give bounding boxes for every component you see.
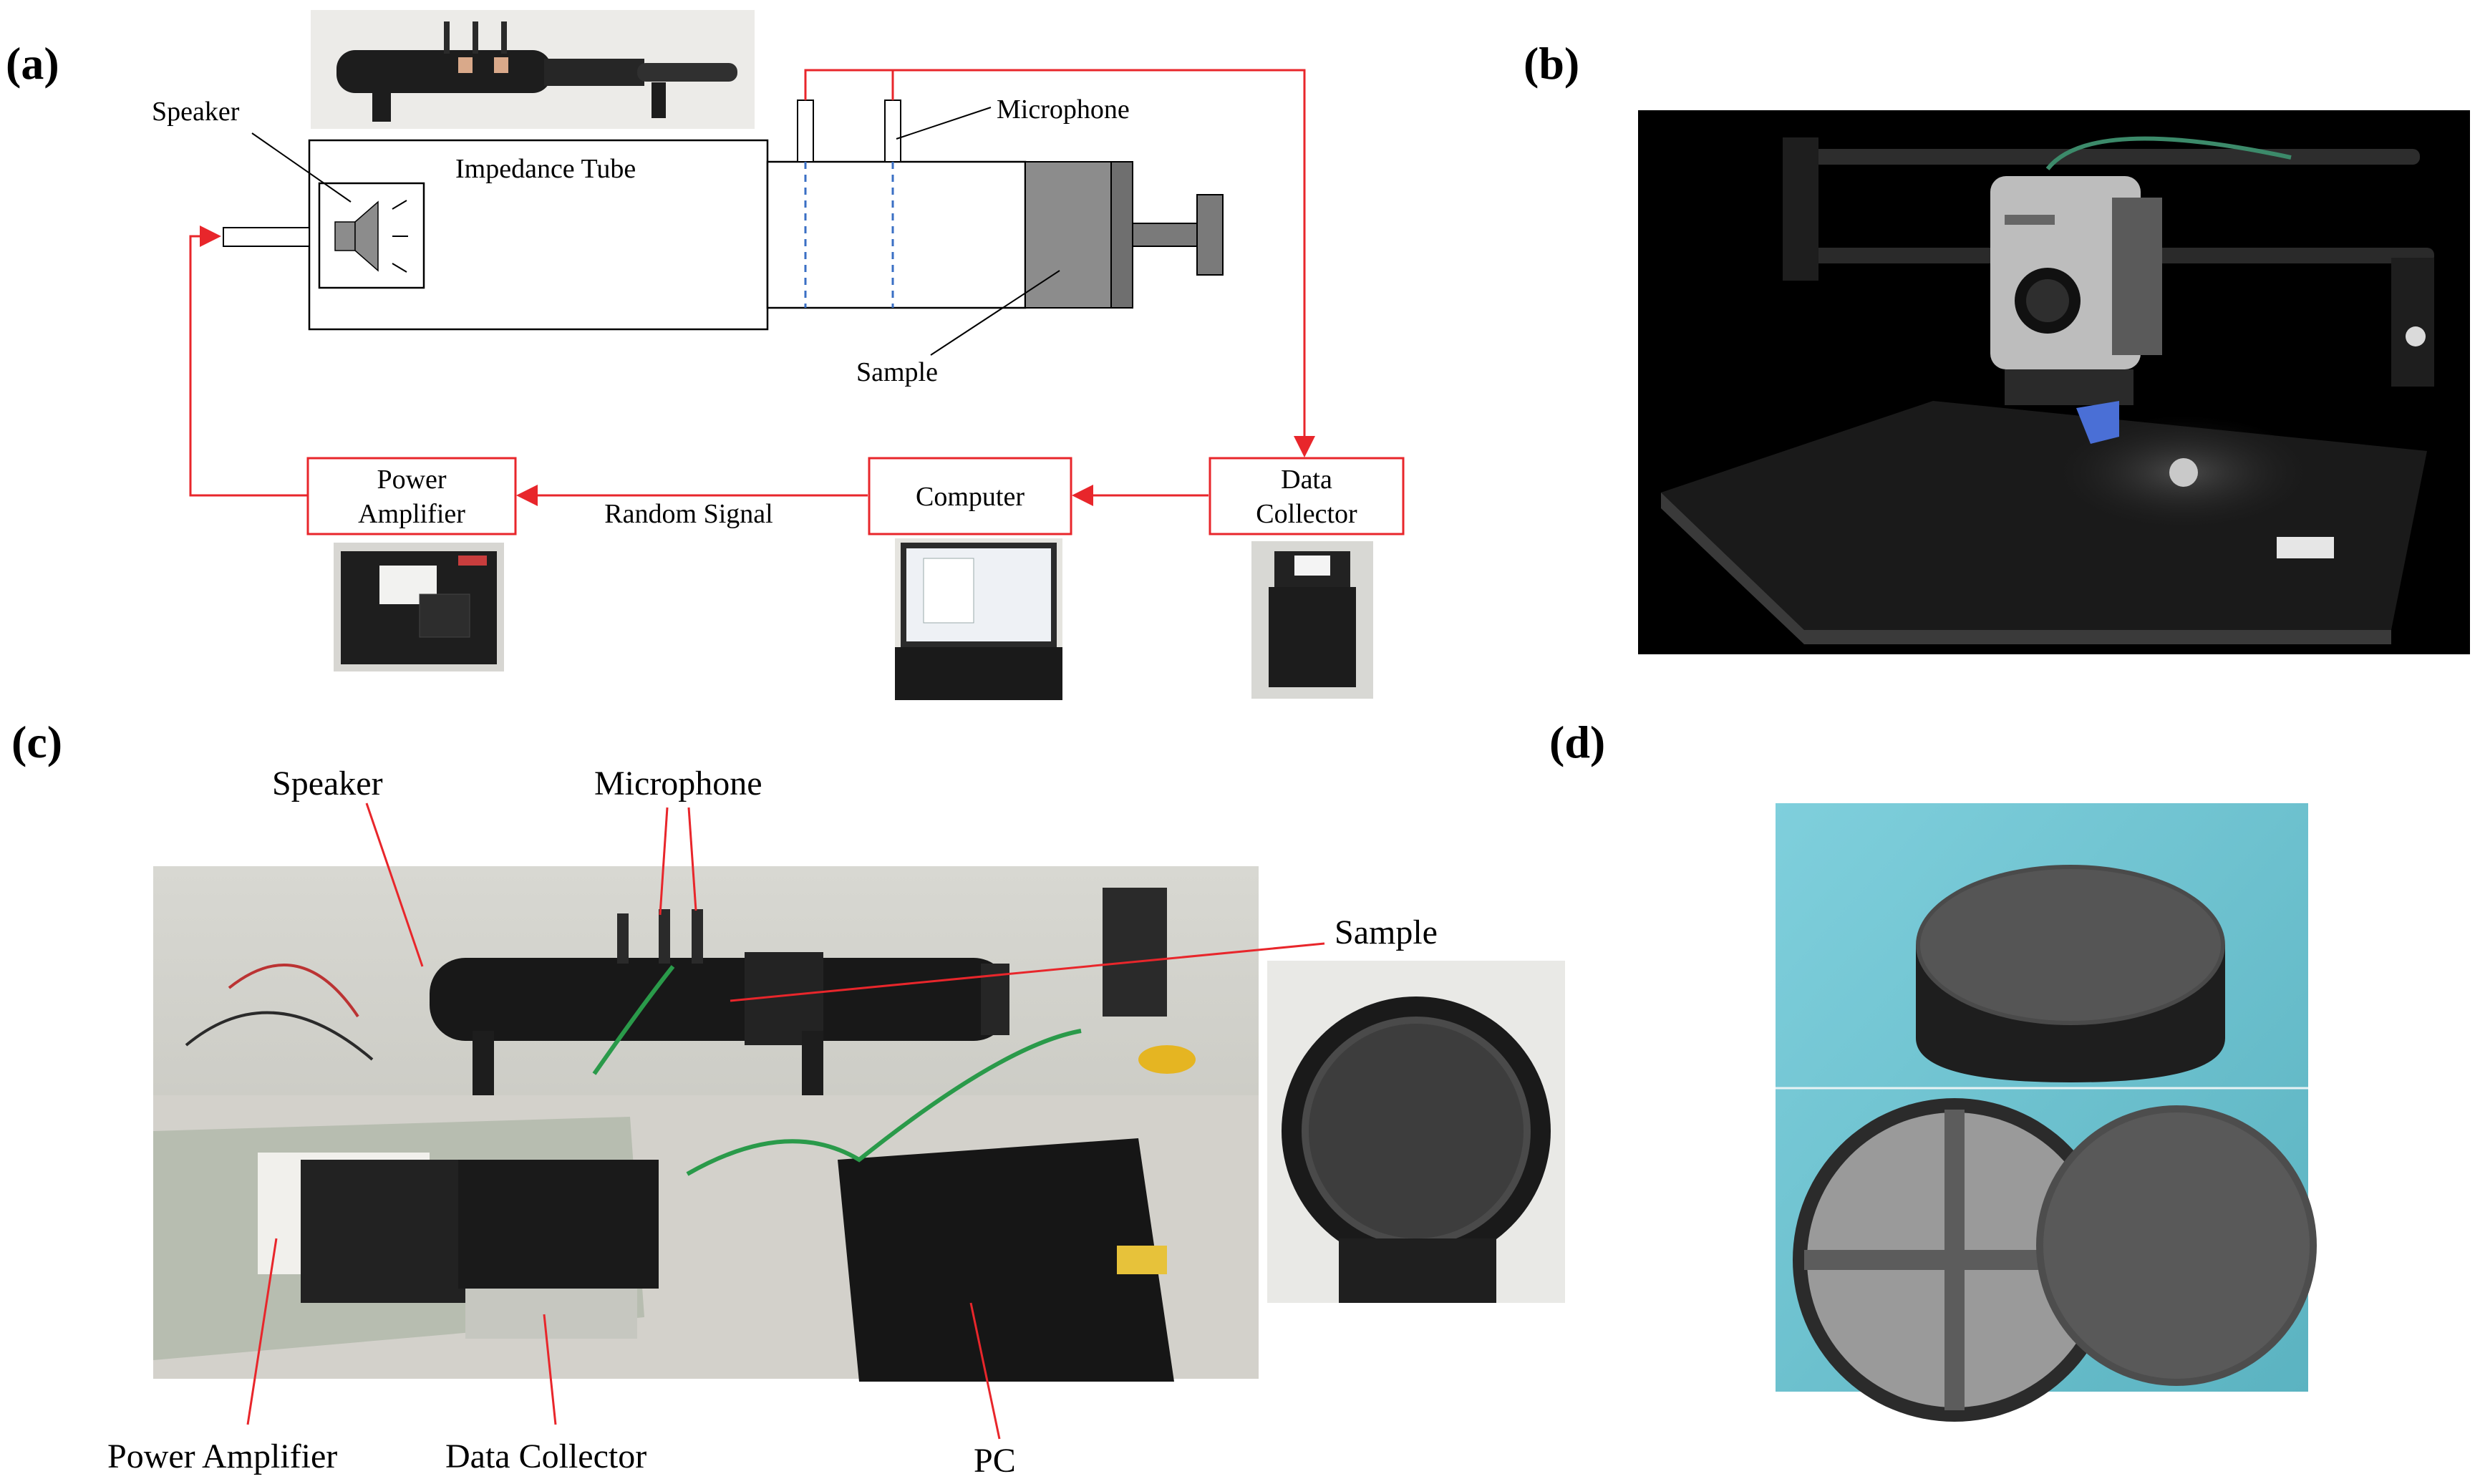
- power-amplifier-photo: [334, 543, 504, 671]
- pc-label-c: PC: [974, 1442, 1016, 1480]
- microphone-label-c: Microphone: [594, 765, 762, 802]
- speaker-magnet: [334, 221, 356, 251]
- 3d-printer-render: [1638, 110, 2470, 654]
- panel-label-c: (c): [11, 717, 62, 767]
- sample-in-tube-photo: [1267, 961, 1565, 1303]
- piston-handle: [1196, 194, 1224, 276]
- mic-signal-line: [804, 69, 1315, 457]
- panel-label-d: (d): [1549, 717, 1605, 767]
- power-amplifier-label-2: Amplifier: [358, 499, 465, 529]
- power-amplifier-label-1: Power: [377, 465, 446, 495]
- power-amplifier-label-c: Power Amplifier: [107, 1437, 337, 1475]
- computer-photo: [895, 538, 1062, 700]
- microphone-leader-c-2: [687, 807, 697, 911]
- impedance-tube-label: Impedance Tube: [455, 154, 636, 184]
- microphone-label: Microphone: [997, 94, 1130, 125]
- panel-label-b: (b): [1524, 38, 1579, 89]
- computer-label: Computer: [916, 482, 1025, 512]
- data-collector-label-2: Collector: [1256, 499, 1357, 529]
- power-amplifier-box: [306, 457, 517, 535]
- data-collector-label-1: Data: [1281, 465, 1332, 495]
- data-collector-leader-c: [543, 1314, 557, 1425]
- sample-leader: [930, 270, 1060, 356]
- pc-leader-c: [969, 1302, 1001, 1440]
- microphone-leader-c-1: [659, 807, 669, 916]
- speaker-leader-c: [365, 802, 424, 967]
- sample-piston: [1025, 161, 1112, 309]
- speaker-leader: [251, 132, 352, 203]
- power-amplifier-leader-c: [246, 1238, 278, 1425]
- piston-cap: [1110, 161, 1133, 309]
- computer-box: [868, 457, 1072, 535]
- sample-label-c: Sample: [1335, 913, 1438, 951]
- sample-label: Sample: [856, 357, 938, 387]
- piston-rod: [1132, 223, 1198, 247]
- speaker-label-c: Speaker: [272, 765, 383, 802]
- speaker-rod: [223, 227, 310, 247]
- tube-extension: [766, 160, 1027, 309]
- sample-leader-c: [730, 942, 1325, 1002]
- microphone-1: [797, 100, 814, 163]
- printed-sample-photo: [1776, 803, 2317, 1422]
- amplifier-to-speaker-line: [189, 225, 308, 497]
- microphone-2: [884, 100, 901, 163]
- data-collector-box: [1209, 457, 1405, 535]
- impedance-tube-photo: [311, 10, 755, 129]
- speaker-icon: [354, 200, 379, 272]
- lab-setup-photo: [153, 866, 1259, 1382]
- data-collector-label-c: Data Collector: [445, 1437, 646, 1475]
- data-collector-photo: [1251, 541, 1373, 699]
- panel-label-a: (a): [6, 38, 59, 89]
- microphone-leader: [896, 107, 992, 140]
- random-signal-label: Random Signal: [604, 499, 772, 529]
- speaker-label: Speaker: [152, 97, 240, 127]
